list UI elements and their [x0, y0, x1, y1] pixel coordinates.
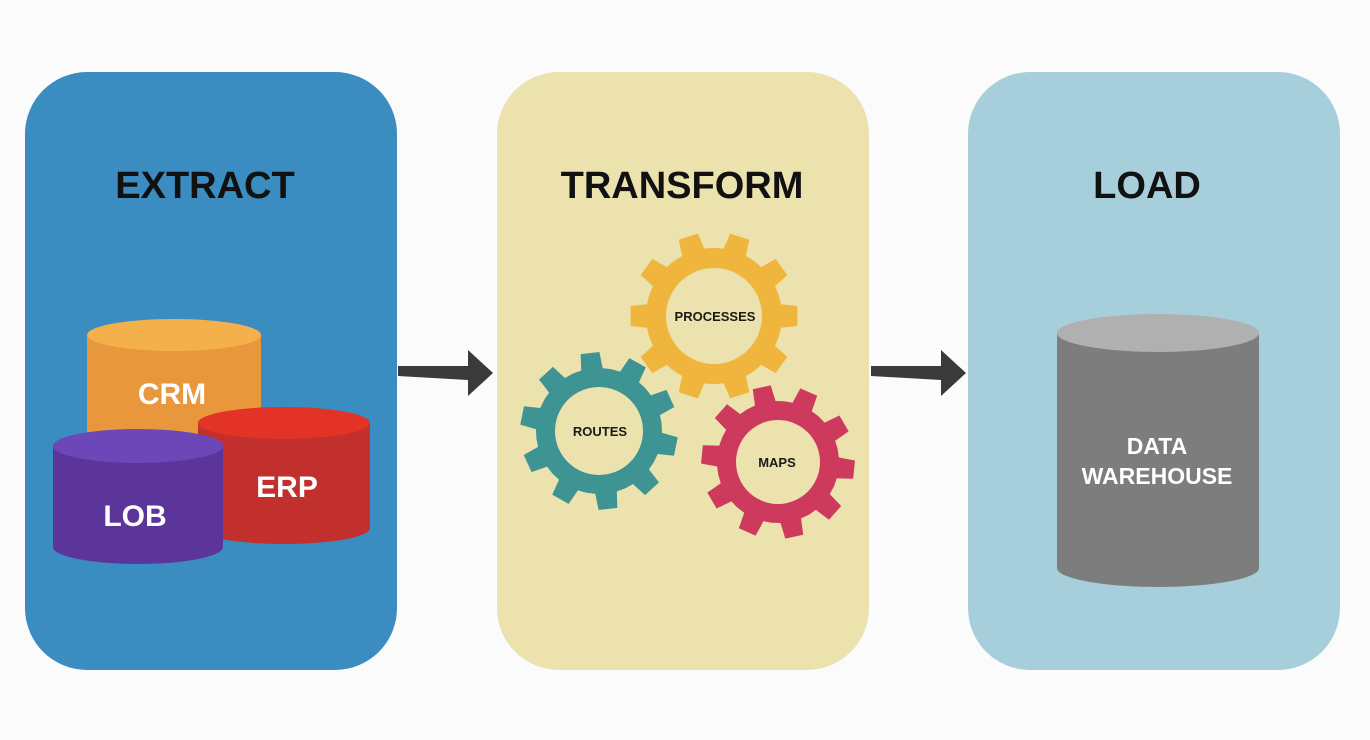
extract-title: EXTRACT — [115, 165, 294, 207]
maps-label: MAPS — [758, 455, 796, 470]
gear-routes-hole — [555, 387, 643, 475]
transform-to-load-arrow — [871, 350, 966, 396]
load-title: LOAD — [1093, 165, 1201, 207]
extract-panel: EXTRACT CRM ERP LOB — [25, 72, 397, 670]
erp-label: ERP — [256, 471, 318, 504]
extract-to-transform-arrow — [398, 350, 493, 396]
routes-gear-icon — [520, 352, 678, 510]
erp-database-icon: ERP — [198, 407, 370, 544]
data-warehouse-database-icon: DATA WAREHOUSE — [1057, 314, 1259, 587]
load-panel: LOAD DATA WAREHOUSE — [968, 72, 1340, 670]
routes-label: ROUTES — [573, 424, 628, 439]
processes-gear-icon — [630, 233, 798, 399]
gear-processes-hole — [666, 268, 762, 364]
lob-label: LOB — [103, 500, 166, 533]
maps-gear-icon — [701, 385, 855, 539]
transform-panel: TRANSFORM PROCESSES ROUTES MAPS — [497, 72, 869, 670]
transform-title: TRANSFORM — [561, 165, 804, 207]
data-warehouse-label-line2: WAREHOUSE — [1082, 463, 1233, 489]
gear-maps-hole — [736, 420, 820, 504]
data-warehouse-label-line1: DATA — [1127, 433, 1187, 459]
crm-label: CRM — [138, 378, 206, 411]
lob-database-icon: LOB — [53, 429, 223, 564]
processes-label: PROCESSES — [675, 309, 756, 324]
